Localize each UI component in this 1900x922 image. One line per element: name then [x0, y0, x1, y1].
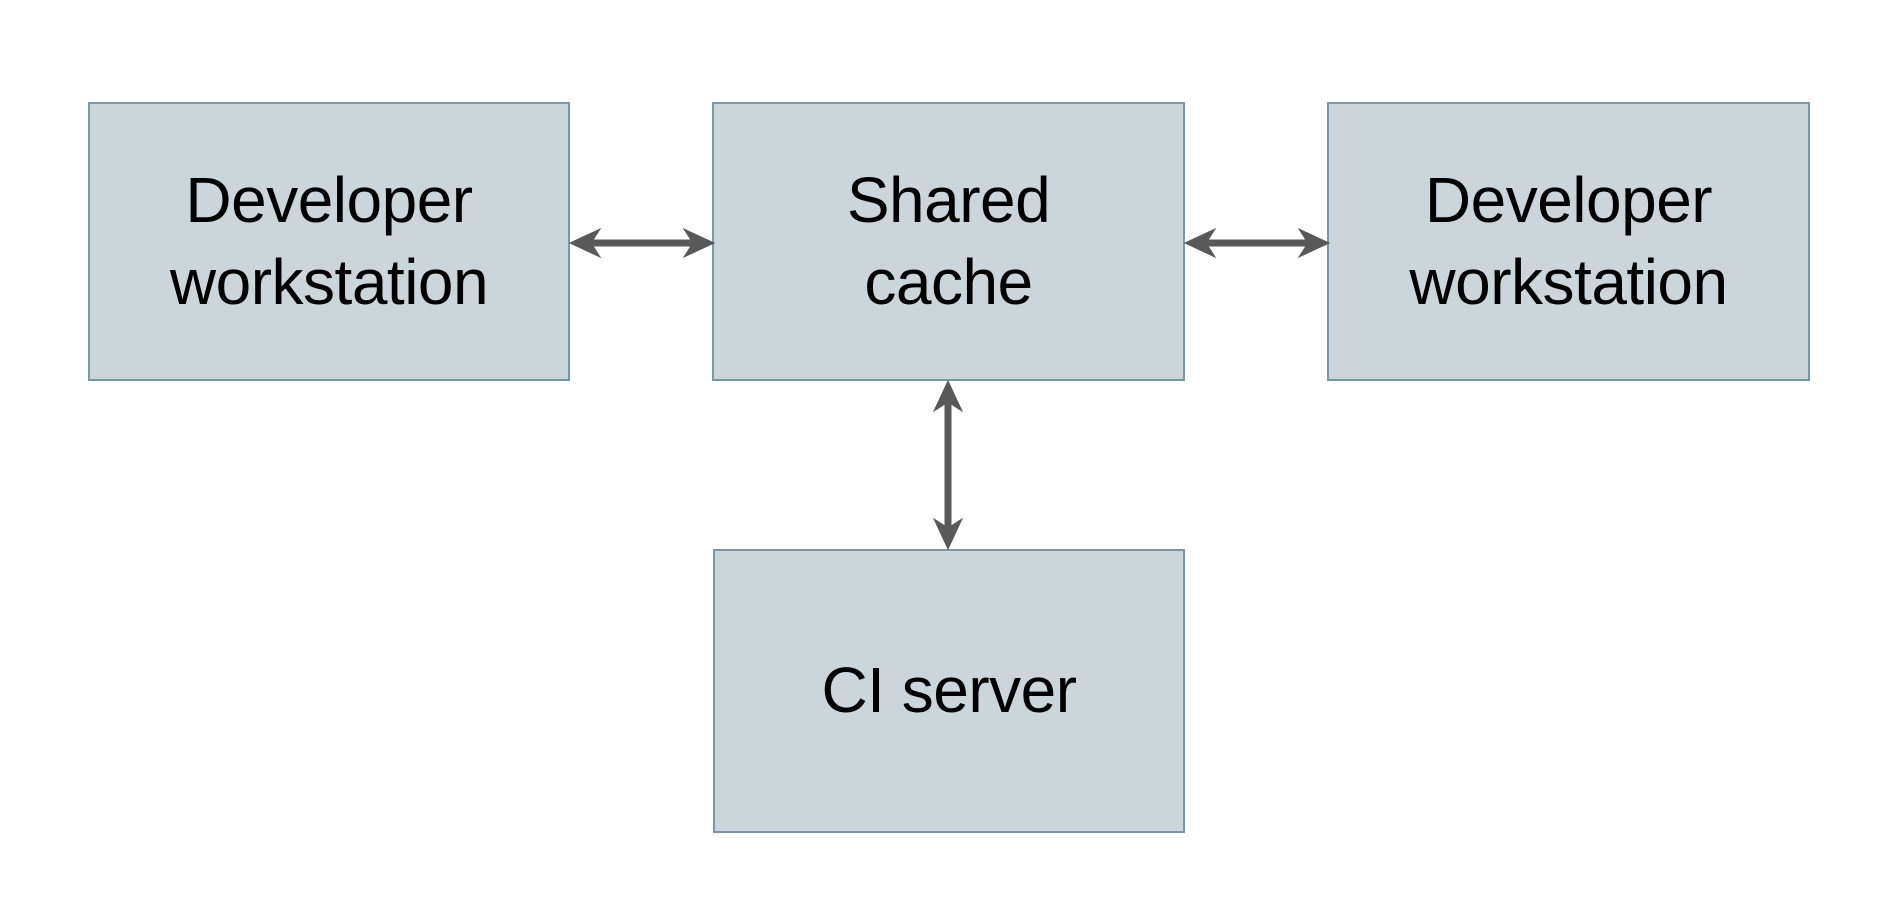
- node-label: CI server: [821, 654, 1077, 727]
- edge-shared-cache-to-developer-workstation-right: [1181, 220, 1333, 266]
- double-arrow-horizontal-icon: [568, 227, 716, 259]
- node-label: Developer workstation: [1409, 163, 1728, 318]
- double-arrow-vertical-icon: [932, 379, 964, 551]
- edge-shared-cache-to-ci-server: [925, 377, 971, 553]
- node-label: Developer workstation: [169, 163, 489, 318]
- node-developer-workstation-left[interactable]: Developer workstation: [88, 102, 570, 381]
- node-ci-server[interactable]: CI server: [713, 549, 1185, 833]
- double-arrow-horizontal-icon: [1183, 227, 1331, 259]
- edge-developer-workstation-left-to-shared-cache: [566, 220, 718, 266]
- node-developer-workstation-right[interactable]: Developer workstation: [1327, 102, 1810, 381]
- node-label: Shared cache: [846, 163, 1051, 318]
- node-shared-cache[interactable]: Shared cache: [712, 102, 1185, 381]
